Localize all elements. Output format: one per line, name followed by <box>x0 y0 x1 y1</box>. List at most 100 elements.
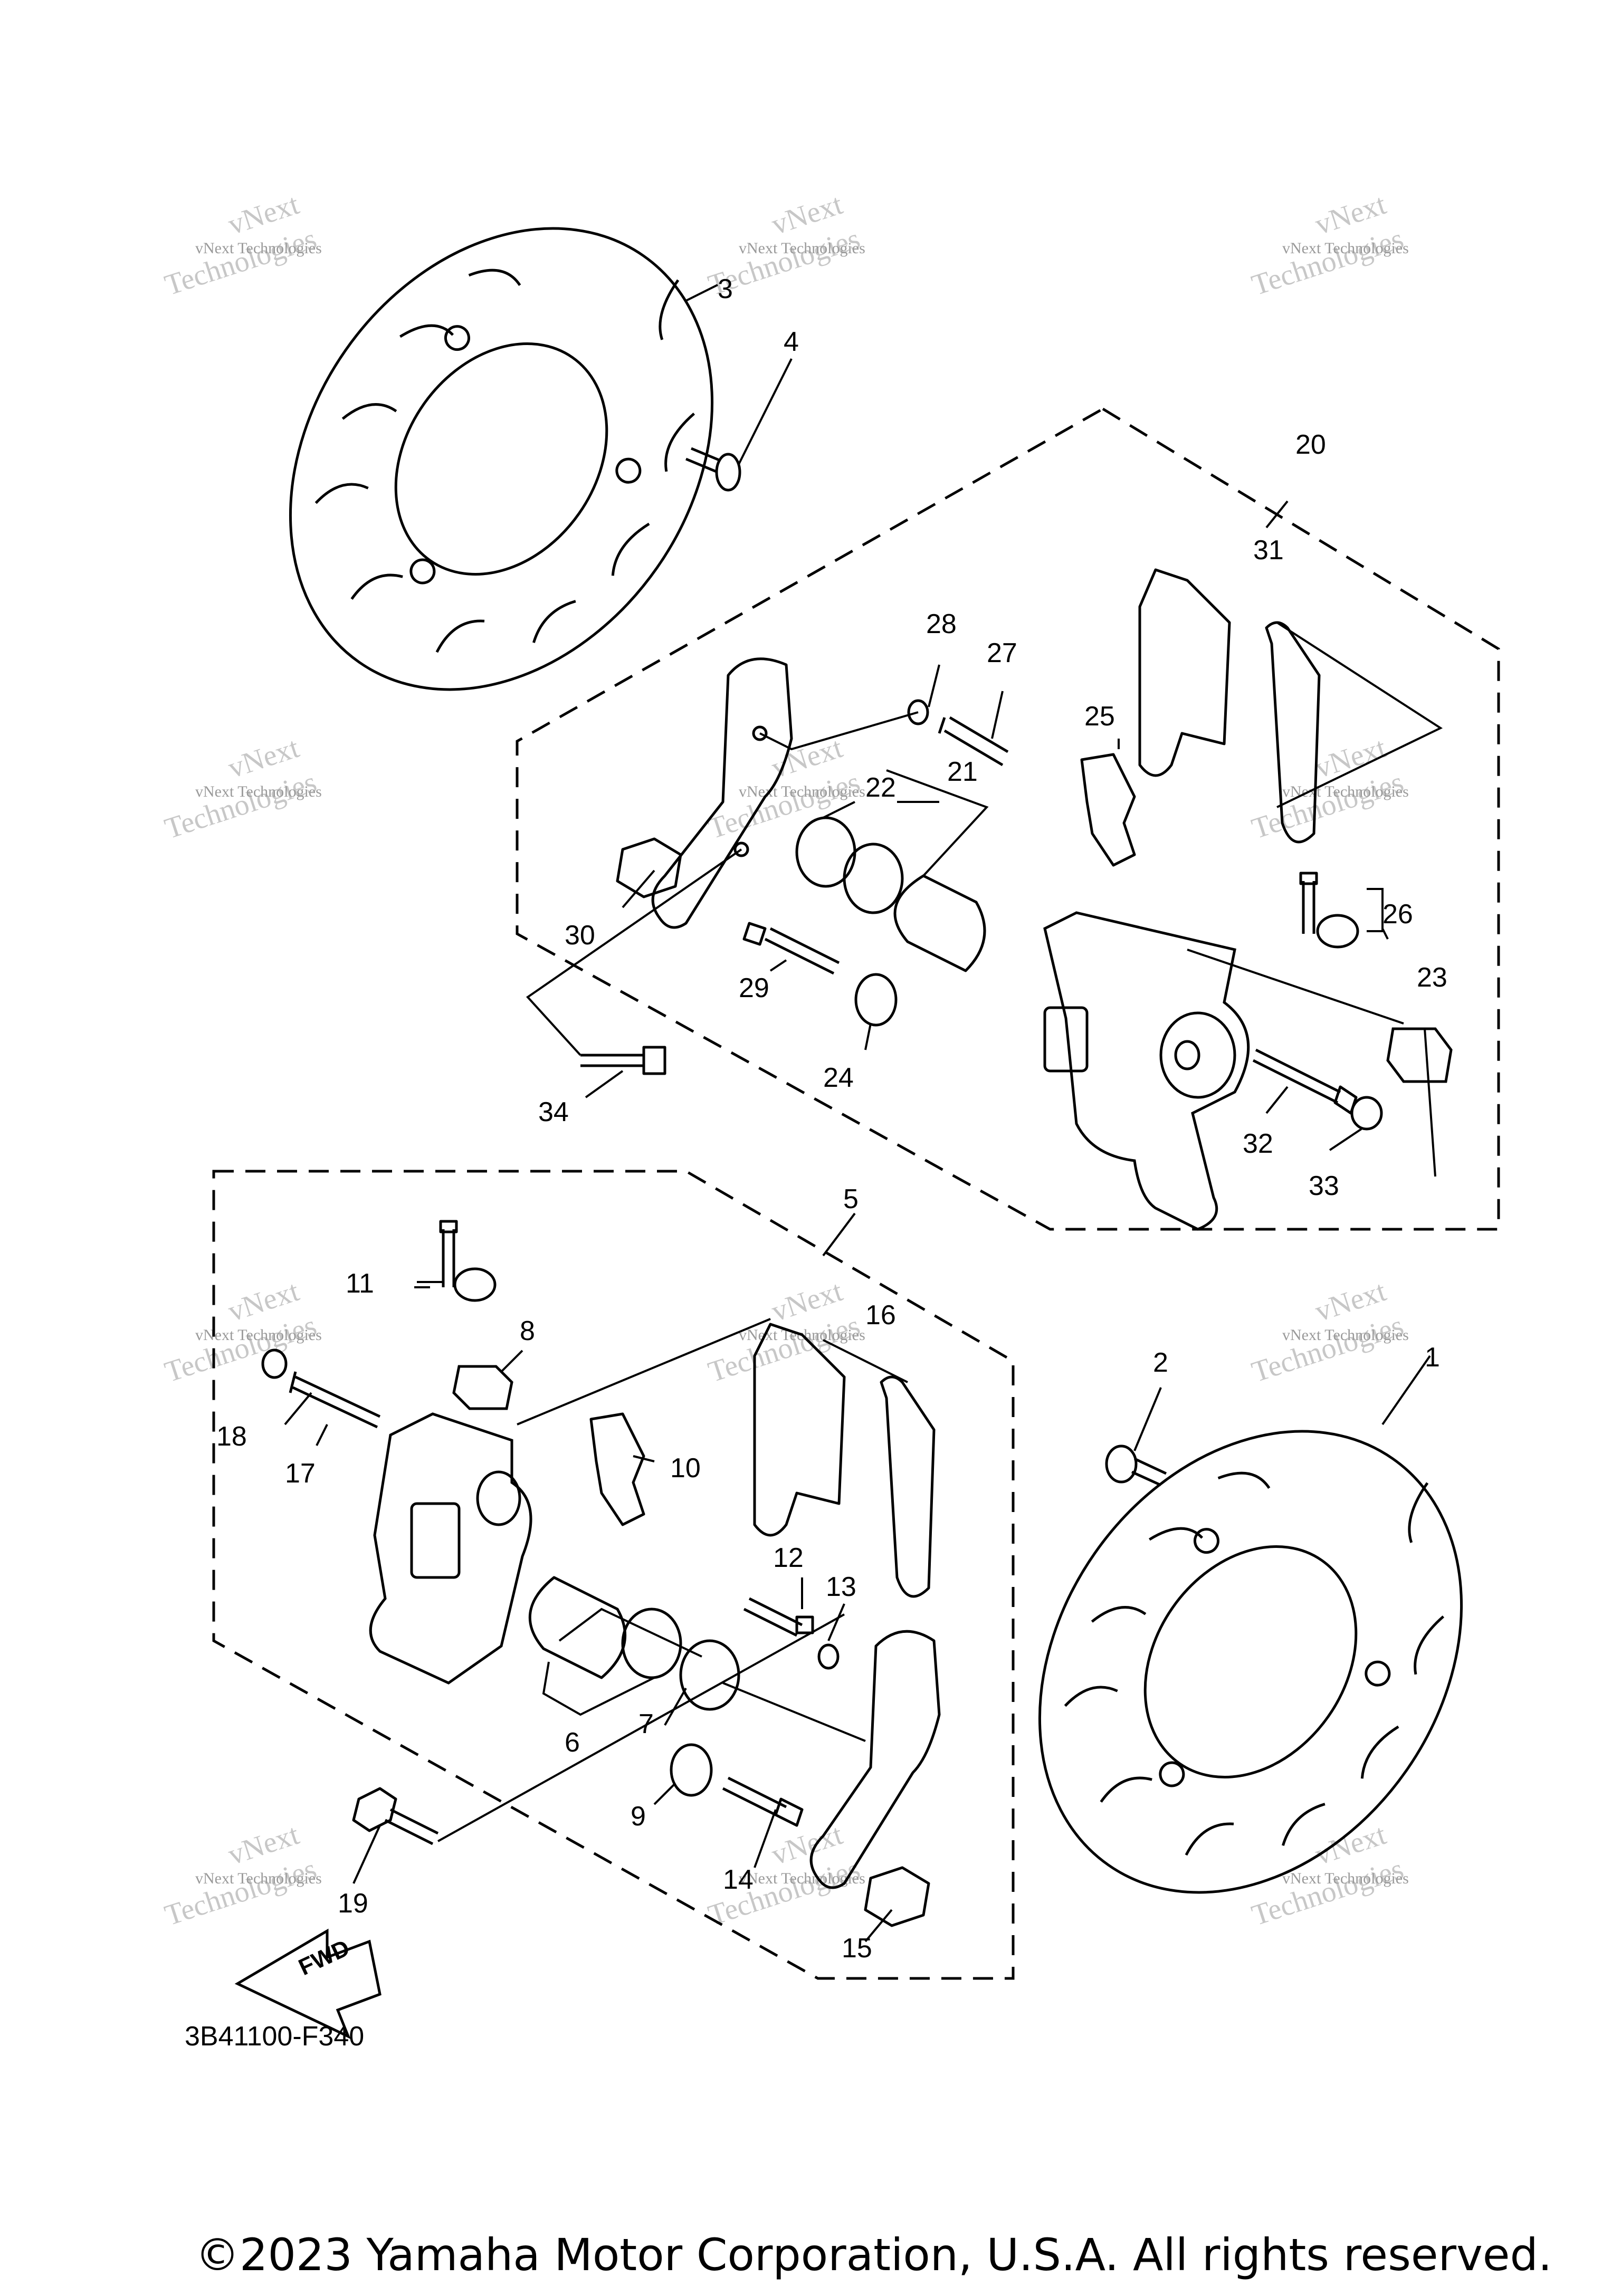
front-bleeder-screw <box>439 1220 458 1287</box>
watermark: vNext Technologies vNext Technologies <box>161 731 322 845</box>
callout-9: 9 <box>631 1801 646 1832</box>
front-brake-pad-b <box>880 1375 936 1598</box>
copyright-notice: ©2023 Yamaha Motor Corporation, U.S.A. A… <box>195 2229 1552 2281</box>
rear-bleeder-cap <box>1316 914 1359 949</box>
watermark-text: vNext Technologies <box>1282 1870 1409 1887</box>
rear-caliper-piston <box>893 874 986 972</box>
rear-caliper-seal-2 <box>843 843 904 914</box>
rear-caliper-pin-32 <box>1252 1048 1358 1115</box>
callout-32: 32 <box>1243 1128 1273 1159</box>
callout-7: 7 <box>638 1709 654 1739</box>
callout-13: 13 <box>826 1572 856 1602</box>
callout-2: 2 <box>1153 1347 1168 1378</box>
watermark-text: vNext Technologies <box>1282 783 1409 800</box>
callout-19: 19 <box>338 1888 368 1919</box>
watermark: vNext Technologies vNext Technologies <box>1248 188 1409 302</box>
watermark-text: vNext Technologies <box>195 240 322 257</box>
callout-26: 26 <box>1382 899 1413 930</box>
rear-caliper-spring-33 <box>1350 1096 1383 1131</box>
front-pad-spring <box>589 1412 645 1526</box>
callout-3: 3 <box>718 274 733 304</box>
watermark: vNext Technologies vNext Technologies <box>704 731 865 845</box>
watermark-text: vNext Technologies <box>195 783 322 800</box>
front-caliper-boot-9 <box>670 1743 713 1797</box>
callout-5: 5 <box>843 1184 859 1214</box>
rear-caliper-pin-29 <box>742 922 840 975</box>
rear-caliper-bolt-30 <box>616 837 682 898</box>
watermark: vNext Technologies vNext Technologies <box>161 188 322 302</box>
rear-brake-pad-a <box>1138 568 1231 777</box>
front-caliper-bolt-19 <box>352 1787 439 1845</box>
front-brake-pad-a <box>753 1323 846 1537</box>
front-caliper-seal-1 <box>621 1608 682 1679</box>
callout-1: 1 <box>1425 1342 1440 1373</box>
callout-17: 17 <box>285 1458 316 1489</box>
callout-numbers: 1 2 3 4 5 6 7 8 9 10 11 12 13 14 15 16 1… <box>216 274 1447 1964</box>
rear-caliper-bolt-34 <box>580 1046 666 1075</box>
callout-22: 22 <box>865 772 896 803</box>
watermark-text: vNext Technologies <box>195 1870 322 1887</box>
disc-bolt-4 <box>685 447 741 492</box>
watermark-text: vNext Technologies <box>1282 1326 1409 1344</box>
callout-18: 18 <box>216 1421 247 1452</box>
rear-caliper-washer-28 <box>907 699 929 725</box>
front-caliper-washer-13 <box>817 1643 840 1670</box>
watermark: vNext Technologies vNext Technologies <box>1248 1275 1409 1389</box>
watermark-text: vNext Technologies <box>739 783 865 800</box>
rear-caliper-boot-23 <box>1386 1027 1453 1083</box>
callout-24: 24 <box>823 1063 854 1093</box>
rear-caliper-assembly-outline <box>516 407 1500 1231</box>
callout-11: 11 <box>346 1268 374 1299</box>
drawing-code: 3B41100-F340 <box>185 2021 365 2052</box>
watermark: vNext Technologies vNext Technologies <box>1248 1818 1409 1932</box>
brake-disc-bottom <box>1038 1430 1463 1894</box>
callout-leaders <box>284 284 1436 1943</box>
rear-bleeder-screw <box>1299 872 1318 934</box>
rear-caliper-pin-21 <box>938 716 1009 767</box>
watermark: vNext Technologies vNext Technologies <box>161 1275 322 1389</box>
front-caliper-assembly-outline <box>212 1170 1015 1980</box>
rear-caliper-seal-1 <box>795 816 856 888</box>
callout-12: 12 <box>773 1543 804 1573</box>
rear-caliper-body <box>1043 911 1250 1231</box>
disc-bolt-2 <box>1105 1444 1167 1487</box>
watermark-text: vNext Technologies <box>739 240 865 257</box>
brake-disc-top <box>289 227 714 691</box>
forward-direction-arrow: FWD <box>234 1928 382 2040</box>
callout-29: 29 <box>739 973 769 1003</box>
watermark-text: vNext Technologies <box>1282 240 1409 257</box>
callout-8: 8 <box>520 1316 535 1346</box>
callout-20: 20 <box>1295 429 1326 460</box>
front-caliper-pin-17 <box>289 1371 381 1429</box>
front-caliper-body <box>369 1412 532 1685</box>
callout-30: 30 <box>565 920 595 951</box>
callout-6: 6 <box>565 1727 580 1758</box>
front-caliper-pin-14 <box>722 1776 804 1827</box>
callout-21: 21 <box>947 757 978 787</box>
callout-10: 10 <box>670 1453 701 1484</box>
front-bleeder-cap <box>453 1267 497 1302</box>
callout-31: 31 <box>1253 535 1284 566</box>
rear-caliper-boot-24 <box>854 973 898 1027</box>
callout-34: 34 <box>538 1097 569 1127</box>
callout-33: 33 <box>1309 1171 1339 1201</box>
front-caliper-seal-2 <box>679 1639 740 1711</box>
callout-25: 25 <box>1084 701 1115 732</box>
callout-28: 28 <box>926 609 957 639</box>
rear-brake-pad-b <box>1265 621 1321 844</box>
front-caliper-boot-8 <box>452 1365 513 1410</box>
front-caliper-bolt-15 <box>864 1866 930 1927</box>
watermark-text: vNext Technologies <box>195 1326 322 1344</box>
watermark: vNext Technologies vNext Technologies <box>161 1818 322 1932</box>
callout-23: 23 <box>1417 962 1447 993</box>
watermark: vNext Technologies vNext Technologies <box>1248 731 1409 845</box>
watermark: vNext Technologies vNext Technologies <box>704 1275 865 1389</box>
callout-14: 14 <box>723 1864 754 1895</box>
rear-pad-spring <box>1080 753 1136 867</box>
callout-15: 15 <box>842 1933 872 1964</box>
front-caliper-spring-18 <box>261 1348 288 1379</box>
callout-4: 4 <box>784 327 799 357</box>
callout-27: 27 <box>987 638 1017 668</box>
callout-16: 16 <box>865 1300 896 1331</box>
